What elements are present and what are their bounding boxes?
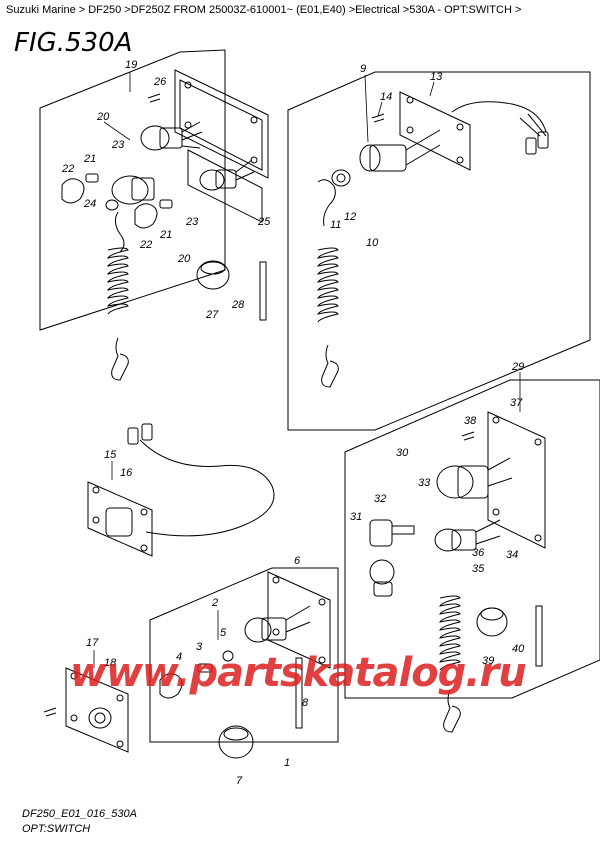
callout-20-top: 20 — [96, 111, 110, 123]
callout-13: 13 — [430, 71, 443, 83]
callout-40: 40 — [512, 643, 525, 655]
callout-22-top: 22 — [61, 163, 74, 175]
callout-37: 37 — [510, 397, 523, 409]
panel-17 — [65, 667, 129, 753]
callout-3: 3 — [196, 641, 203, 653]
callout-4: 4 — [176, 651, 182, 663]
panel-37 — [487, 411, 546, 549]
callout-12: 12 — [344, 211, 356, 223]
callout-32: 32 — [374, 493, 386, 505]
callout-29: 29 — [511, 361, 524, 373]
callout-34: 34 — [506, 549, 518, 561]
screw-17 — [43, 707, 57, 717]
diagram-code: DF250_E01_016_530A — [22, 808, 137, 820]
callout-11: 11 — [330, 219, 341, 231]
callout-2: 2 — [211, 597, 218, 609]
diagram-subtitle: OPT:SWITCH — [22, 823, 91, 835]
key-21 — [85, 173, 173, 209]
key-3 — [197, 650, 234, 673]
stop-switch-24 — [105, 175, 155, 211]
callout-19: 19 — [125, 59, 137, 71]
callout-39: 39 — [482, 655, 494, 667]
key-switch-23 — [140, 121, 203, 151]
callout-23-top: 23 — [111, 139, 125, 151]
callout-18: 18 — [104, 657, 117, 669]
callout-20-lower: 20 — [177, 253, 191, 265]
lanyard-coil-9 — [317, 247, 339, 388]
cap-22 — [61, 178, 158, 229]
callout-26: 26 — [153, 76, 167, 88]
callout-16: 16 — [120, 467, 133, 479]
callout-31: 31 — [350, 511, 362, 523]
callout-9: 9 — [360, 63, 366, 75]
cover-39 — [476, 607, 508, 637]
callout-10: 10 — [366, 237, 379, 249]
callout-7: 7 — [236, 775, 243, 787]
panel-13 — [399, 91, 471, 171]
clip-12 — [317, 179, 336, 227]
group-29-outline — [344, 379, 600, 699]
callout-35: 35 — [472, 563, 485, 575]
screw-38 — [461, 431, 475, 441]
panel-16 — [87, 481, 153, 557]
nut-11 — [331, 169, 351, 187]
tie-40 — [535, 605, 543, 667]
switch-5 — [244, 605, 311, 643]
tie-28 — [259, 261, 267, 321]
group-1-outline — [149, 567, 339, 743]
leader-lines — [93, 72, 521, 668]
cover-7 — [218, 725, 254, 759]
callout-36: 36 — [472, 547, 485, 559]
switch-33 — [436, 457, 513, 499]
tie-8 — [295, 657, 303, 729]
callout-15: 15 — [104, 449, 117, 461]
cap-4 — [159, 673, 183, 699]
callout-21-lower: 21 — [159, 229, 172, 241]
callout-27: 27 — [205, 309, 219, 321]
panel-6 — [267, 571, 331, 669]
lanyard-coil-19 — [107, 211, 129, 381]
callout-33: 33 — [418, 477, 431, 489]
callout-1: 1 — [284, 757, 290, 769]
callout-24: 24 — [83, 198, 96, 210]
key-31 — [369, 519, 415, 597]
lanyard-coil-29 — [439, 595, 461, 733]
harness-9 — [451, 101, 549, 155]
callout-28: 28 — [231, 299, 245, 311]
group-19-outline — [39, 49, 226, 331]
harness-15 — [127, 423, 275, 537]
callout-17: 17 — [86, 637, 99, 649]
screw-26 — [147, 93, 161, 103]
callout-23-lower: 23 — [185, 216, 199, 228]
panel-25 — [187, 149, 263, 223]
callout-5: 5 — [220, 627, 227, 639]
watermark: www.partskatalog.ru — [70, 650, 527, 696]
callout-30: 30 — [396, 447, 409, 459]
key-switch-lower — [199, 159, 255, 191]
callout-22-lower: 22 — [139, 239, 152, 251]
switch-body-9 — [359, 129, 441, 172]
group-9-outline — [287, 71, 591, 431]
panel-19 — [174, 69, 269, 179]
switch-36 — [434, 519, 501, 552]
callout-6: 6 — [294, 555, 301, 567]
cover-27 — [196, 260, 230, 290]
callout-38: 38 — [464, 415, 477, 427]
breadcrumb: Suzuki Marine > DF250 >DF250Z FROM 25003… — [6, 4, 522, 16]
callout-14: 14 — [380, 91, 392, 103]
callout-25: 25 — [257, 216, 271, 228]
figure-title: FIG.530A — [14, 28, 133, 58]
callout-21-top: 21 — [83, 153, 96, 165]
callout-8: 8 — [302, 697, 309, 709]
